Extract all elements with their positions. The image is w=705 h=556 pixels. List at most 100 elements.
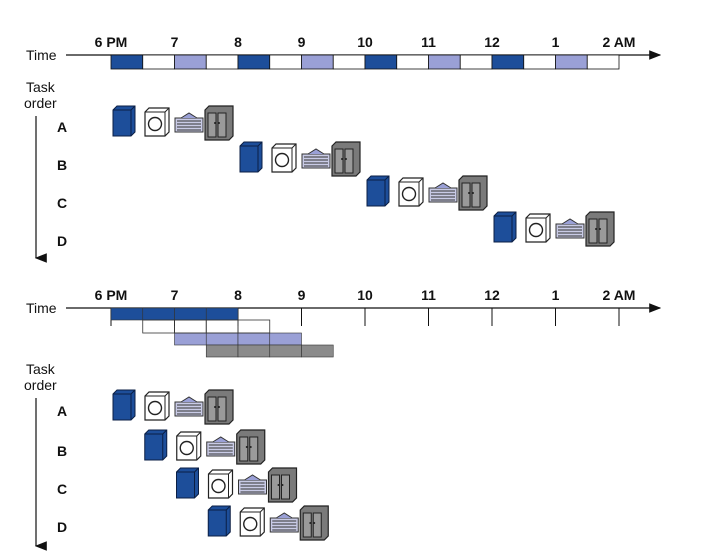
task-label-d: D <box>57 519 67 535</box>
tick-label: 8 <box>234 34 242 50</box>
stage-cell <box>205 319 239 334</box>
timeline-cell <box>364 54 398 70</box>
task-label-a: A <box>57 403 67 419</box>
stage-cell <box>205 344 239 358</box>
stage-cell <box>269 344 302 358</box>
stage-cell <box>205 307 239 321</box>
stage-cell <box>237 332 271 346</box>
washer-icon <box>112 105 136 137</box>
closet-icon <box>204 389 234 425</box>
pipeline-bars <box>110 307 334 358</box>
folded-clothes-icon <box>428 182 458 203</box>
tick-label: 2 AM <box>603 287 636 303</box>
washer-icon <box>144 429 168 461</box>
tick-label: 7 <box>171 287 179 303</box>
closet-icon <box>204 105 234 141</box>
tick-label: 11 <box>421 287 436 303</box>
closet-icon <box>331 141 361 177</box>
timeline-cell <box>555 54 588 70</box>
task-label-a: A <box>57 119 67 135</box>
task-order-label-line1: Task <box>26 79 56 95</box>
task-label-c: C <box>57 481 67 497</box>
dryer-icon <box>207 469 234 499</box>
folded-clothes-icon <box>238 474 267 495</box>
closet-icon <box>585 211 615 247</box>
timeline-cell <box>491 54 525 70</box>
closet-icon <box>458 175 488 211</box>
washer-icon <box>366 175 390 207</box>
timeline-cell <box>110 54 144 70</box>
load-c <box>366 175 488 211</box>
closet-icon <box>267 467 298 503</box>
load-a <box>112 105 234 141</box>
load-c <box>176 467 298 503</box>
stage-cell <box>205 332 239 346</box>
tick-label: 2 AM <box>603 34 636 50</box>
timeline-cell <box>174 54 207 70</box>
load-a <box>112 389 234 425</box>
time-ticks: 6 PM 7 8 9 10 11 12 1 2 AM <box>95 287 636 326</box>
load-d <box>207 505 329 541</box>
timeline-bar <box>110 54 620 70</box>
folded-clothes-icon <box>174 112 204 133</box>
tick-label: 1 <box>552 34 560 50</box>
timeline-cell <box>396 54 429 70</box>
tick-label: 12 <box>484 34 500 50</box>
tick-label: 12 <box>484 287 500 303</box>
stage-cell <box>237 319 271 334</box>
tick-label: 7 <box>171 34 179 50</box>
timeline-cell <box>142 54 175 70</box>
task-label-b: B <box>57 443 67 459</box>
folded-clothes-icon <box>269 512 299 533</box>
dryer-icon <box>398 177 424 207</box>
timeline-cell <box>301 54 334 70</box>
washer-icon <box>493 211 517 243</box>
task-order-label-line1: Task <box>26 361 56 377</box>
task-label-b: B <box>57 157 67 173</box>
washer-icon <box>207 505 231 537</box>
stage-cell <box>301 344 334 358</box>
timeline-cell <box>237 54 271 70</box>
load-b <box>239 141 361 177</box>
folded-clothes-icon <box>206 436 236 457</box>
washer-icon <box>176 467 199 499</box>
tick-label: 10 <box>357 34 373 50</box>
tick-label: 9 <box>298 287 306 303</box>
stage-cell <box>174 307 207 321</box>
stage-cell <box>142 319 175 334</box>
timeline-cell <box>586 54 620 70</box>
task-loads <box>112 389 329 541</box>
tick-label: 10 <box>357 287 373 303</box>
dryer-icon <box>271 143 297 173</box>
timeline-cell <box>332 54 366 70</box>
task-order-label-line2: order <box>24 95 57 111</box>
dryer-icon <box>525 213 551 243</box>
tick-label: 1 <box>552 287 560 303</box>
dryer-icon <box>144 107 170 137</box>
task-loads <box>112 105 615 247</box>
tick-label: 6 PM <box>95 287 128 303</box>
washer-icon <box>239 141 263 173</box>
stage-cell <box>110 307 144 321</box>
task-label-d: D <box>57 233 67 249</box>
closet-icon <box>299 505 329 541</box>
timeline-cell <box>523 54 556 70</box>
task-label-c: C <box>57 195 67 211</box>
dryer-icon <box>144 391 170 421</box>
load-d <box>493 211 615 247</box>
task-order-label-line2: order <box>24 377 57 393</box>
tick-label: 9 <box>298 34 306 50</box>
stage-cell <box>269 332 302 346</box>
timeline-cell <box>269 54 302 70</box>
folded-clothes-icon <box>555 218 585 239</box>
dryer-icon <box>176 431 202 461</box>
timeline-cell <box>428 54 461 70</box>
closet-icon <box>236 429 266 465</box>
load-b <box>144 429 266 465</box>
stage-cell <box>142 307 175 321</box>
tick-label: 11 <box>421 34 436 50</box>
tick-label: 8 <box>234 287 242 303</box>
